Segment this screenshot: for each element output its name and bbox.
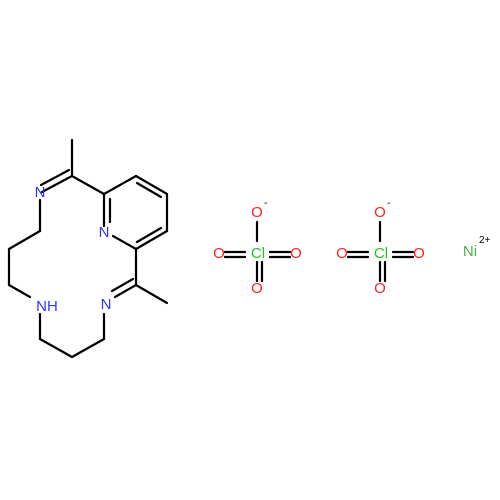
atom-cl1: Cl (251, 245, 265, 262)
atom-nh-amine: NH (36, 298, 58, 315)
atom-nickel: Ni (463, 243, 477, 260)
bond-pyr-c2-c3 (102, 174, 138, 196)
bond-imine-top-2 (39, 168, 71, 187)
perchlorate-ion-1: O - Cl O O O (213, 198, 302, 297)
atom-o1-bottom: O (251, 280, 263, 297)
bond-pyr-c3-c4 (134, 174, 169, 196)
nickel-ion: Ni 2+ (463, 235, 491, 260)
macrocycle-atoms: N N NH N (35, 184, 112, 315)
bond-pyr-c5-c6-inner (135, 226, 163, 244)
bond-methyl-bottom (134, 283, 169, 305)
atom-o2-bottom: O (374, 280, 386, 297)
bond-chain-e (38, 337, 74, 359)
bond-pyr-c5-c6 (134, 229, 169, 251)
bond-imine-top-1 (40, 174, 74, 194)
pyridine-ring (102, 174, 169, 251)
atom-o2-right: O (413, 245, 425, 262)
atom-o1-right: O (290, 245, 302, 262)
charge-o2-top: - (387, 198, 390, 209)
bond-imine-bottom-2 (110, 277, 135, 293)
atom-n-imine-bottom: N (101, 296, 112, 313)
bond-chain-f (70, 337, 106, 359)
perchlorate-ion-2: O - Cl O O O (336, 198, 425, 297)
macrocycle-bonds (7, 138, 169, 359)
bond-chain-a (7, 229, 42, 251)
atom-o2-left: O (336, 245, 348, 262)
bond-pyr-c3-c4-inner (135, 181, 163, 199)
atom-o2-top: O (374, 204, 386, 221)
atom-o1-left: O (213, 245, 225, 262)
charge-o1-top: - (264, 198, 267, 209)
atom-n-imine-top: N (35, 184, 46, 201)
atom-n-pyridine: N (99, 224, 110, 241)
bond-imine-pyr-top (70, 174, 106, 196)
atom-cl2: Cl (374, 245, 388, 262)
bond-pyr-c6-n (111, 234, 138, 251)
charge-nickel: 2+ (479, 235, 491, 246)
atom-o1-top: O (251, 204, 263, 221)
bond-chain-c (7, 283, 32, 299)
bond-imine-bottom-1 (113, 283, 138, 299)
